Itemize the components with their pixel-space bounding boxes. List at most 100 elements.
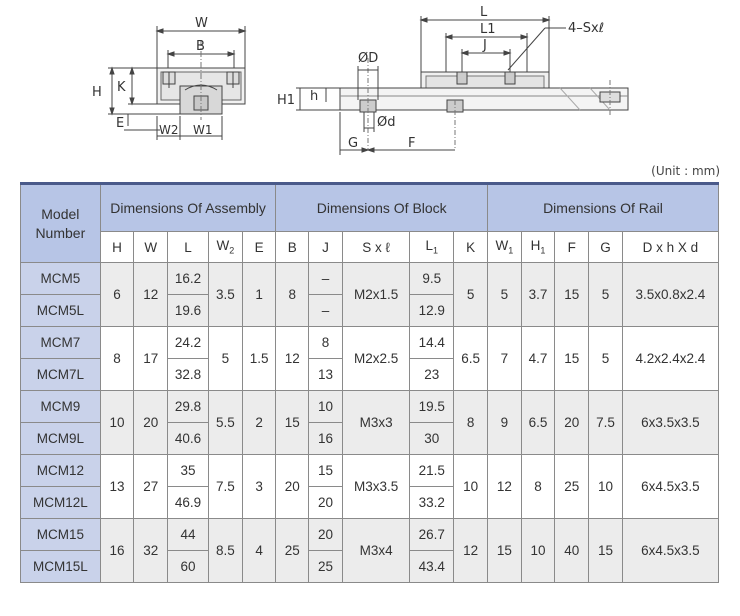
cell-G: 5 xyxy=(588,262,623,327)
model-cell: MCM7L xyxy=(20,358,101,391)
cell-W2: 8.5 xyxy=(207,518,243,583)
cell-L1: 21.5 xyxy=(409,454,455,487)
model-cell: MCM9L xyxy=(20,422,101,455)
cell-L1: 23 xyxy=(409,358,455,391)
col-header-L1-main: L xyxy=(425,238,434,254)
cell-B: 12 xyxy=(275,326,310,391)
cell-L1: 14.4 xyxy=(409,326,455,359)
cell-J: 20 xyxy=(308,518,343,551)
cell-SxL: M3x4 xyxy=(341,518,411,583)
cell-DxhXd: 4.2x2.4x2.4 xyxy=(621,326,720,391)
cell-E: 3 xyxy=(241,454,277,519)
col-header-L1-sub: 1 xyxy=(433,245,439,256)
rail-group-header: Dimensions Of Rail xyxy=(486,182,720,232)
cell-B: 20 xyxy=(275,454,310,519)
cell-L1: 12.9 xyxy=(409,294,455,327)
cell-L1: 30 xyxy=(409,422,455,455)
model-cell: MCM15 xyxy=(20,518,101,551)
cell-W2: 3.5 xyxy=(207,262,243,327)
cell-E: 2 xyxy=(241,390,277,455)
cell-DxhXd: 6x3.5x3.5 xyxy=(621,390,720,455)
cell-L: 60 xyxy=(167,550,209,583)
assembly-group-header: Dimensions Of Assembly xyxy=(99,182,277,232)
dim-label-K: K xyxy=(117,80,126,95)
table-row: MCM9 10 20 29.8 5.5 2 15 10 M3x3 19.5 8 … xyxy=(20,390,720,455)
cell-H1: 10 xyxy=(520,518,556,583)
cell-SxL: M2x2.5 xyxy=(341,326,411,391)
table-row: MCM5 6 12 16.2 3.5 1 8 – M2x1.5 9.5 5 5 … xyxy=(20,262,720,327)
dim-label-L1: L1 xyxy=(480,22,496,37)
table-row: MCM12 13 27 35 7.5 3 20 15 M3x3.5 21.5 1… xyxy=(20,454,720,519)
col-header-W1-sub: 1 xyxy=(508,245,514,256)
cell-B: 25 xyxy=(275,518,310,583)
unit-note: (Unit : mm) xyxy=(651,164,720,178)
front-view-drawing xyxy=(108,26,247,140)
dim-label-H: H xyxy=(92,85,102,100)
dim-label-W1: W1 xyxy=(193,123,213,137)
model-cell: MCM7 xyxy=(20,326,101,359)
model-cell: MCM12 xyxy=(20,454,101,487)
cell-J: – xyxy=(308,294,343,327)
cell-G: 5 xyxy=(588,326,623,391)
cell-K: 8 xyxy=(453,390,488,455)
col-header-F: F xyxy=(554,231,590,263)
col-header-H1-sub: 1 xyxy=(540,245,546,256)
cell-W2: 7.5 xyxy=(207,454,243,519)
cell-H: 10 xyxy=(99,390,135,455)
cell-W: 32 xyxy=(133,518,169,583)
model-header-line2: Number xyxy=(35,224,86,241)
dim-label-G: G xyxy=(348,136,358,151)
col-header-H1-main: H xyxy=(530,238,541,254)
cell-W1: 9 xyxy=(486,390,522,455)
cell-W: 20 xyxy=(133,390,169,455)
cell-L: 46.9 xyxy=(167,486,209,519)
cell-L: 24.2 xyxy=(167,326,209,359)
table-row: MCM15 16 32 44 8.5 4 25 20 M3x4 26.7 12 … xyxy=(20,518,720,583)
cell-H: 6 xyxy=(99,262,135,327)
dim-label-D: ØD xyxy=(358,51,378,66)
cell-L: 35 xyxy=(167,454,209,487)
cell-K: 5 xyxy=(453,262,488,327)
dim-label-d: Ød xyxy=(377,115,395,130)
col-header-G: G xyxy=(588,231,623,263)
cell-K: 10 xyxy=(453,454,488,519)
cell-E: 1.5 xyxy=(241,326,277,391)
cell-SxL: M3x3.5 xyxy=(341,454,411,519)
cell-G: 15 xyxy=(588,518,623,583)
cell-L1: 43.4 xyxy=(409,550,455,583)
col-header-L1: L1 xyxy=(409,231,455,263)
col-header-W1: W1 xyxy=(486,231,522,263)
col-header-W2-main: W xyxy=(216,238,230,254)
cell-DxhXd: 6x4.5x3.5 xyxy=(621,454,720,519)
cell-J: 15 xyxy=(308,454,343,487)
cell-G: 7.5 xyxy=(588,390,623,455)
cell-J: 25 xyxy=(308,550,343,583)
cell-L: 16.2 xyxy=(167,262,209,295)
table-row: MCM9L 40.6 16 30 xyxy=(20,422,719,455)
cell-W2: 5.5 xyxy=(207,390,243,455)
cell-W1: 7 xyxy=(486,326,522,391)
cell-J: – xyxy=(308,262,343,295)
dim-label-L: L xyxy=(480,5,488,20)
cell-SxL: M2x1.5 xyxy=(341,262,411,327)
side-view-drawing xyxy=(296,16,629,155)
block-group-header: Dimensions Of Block xyxy=(275,182,488,232)
cell-J: 8 xyxy=(308,326,343,359)
cell-L: 29.8 xyxy=(167,390,209,423)
col-header-W2: W2 xyxy=(207,231,243,263)
technical-drawings: W B H K E W2 W1 xyxy=(92,5,629,155)
dim-label-W2: W2 xyxy=(159,123,179,137)
cell-F: 15 xyxy=(554,326,590,391)
col-header-H1: H1 xyxy=(520,231,556,263)
cell-J: 20 xyxy=(308,486,343,519)
cell-L: 40.6 xyxy=(167,422,209,455)
cell-L1: 9.5 xyxy=(409,262,455,295)
dim-label-F: F xyxy=(408,136,415,151)
cell-DxhXd: 6x4.5x3.5 xyxy=(621,518,720,583)
cell-W: 27 xyxy=(133,454,169,519)
col-header-J: J xyxy=(308,231,343,263)
dimension-table: Model Number Dimensions Of Assembly Dime… xyxy=(20,182,720,583)
dim-label-SxL: 4–Sxℓ xyxy=(568,21,604,36)
cell-K: 12 xyxy=(453,518,488,583)
model-cell: MCM9 xyxy=(20,390,101,423)
